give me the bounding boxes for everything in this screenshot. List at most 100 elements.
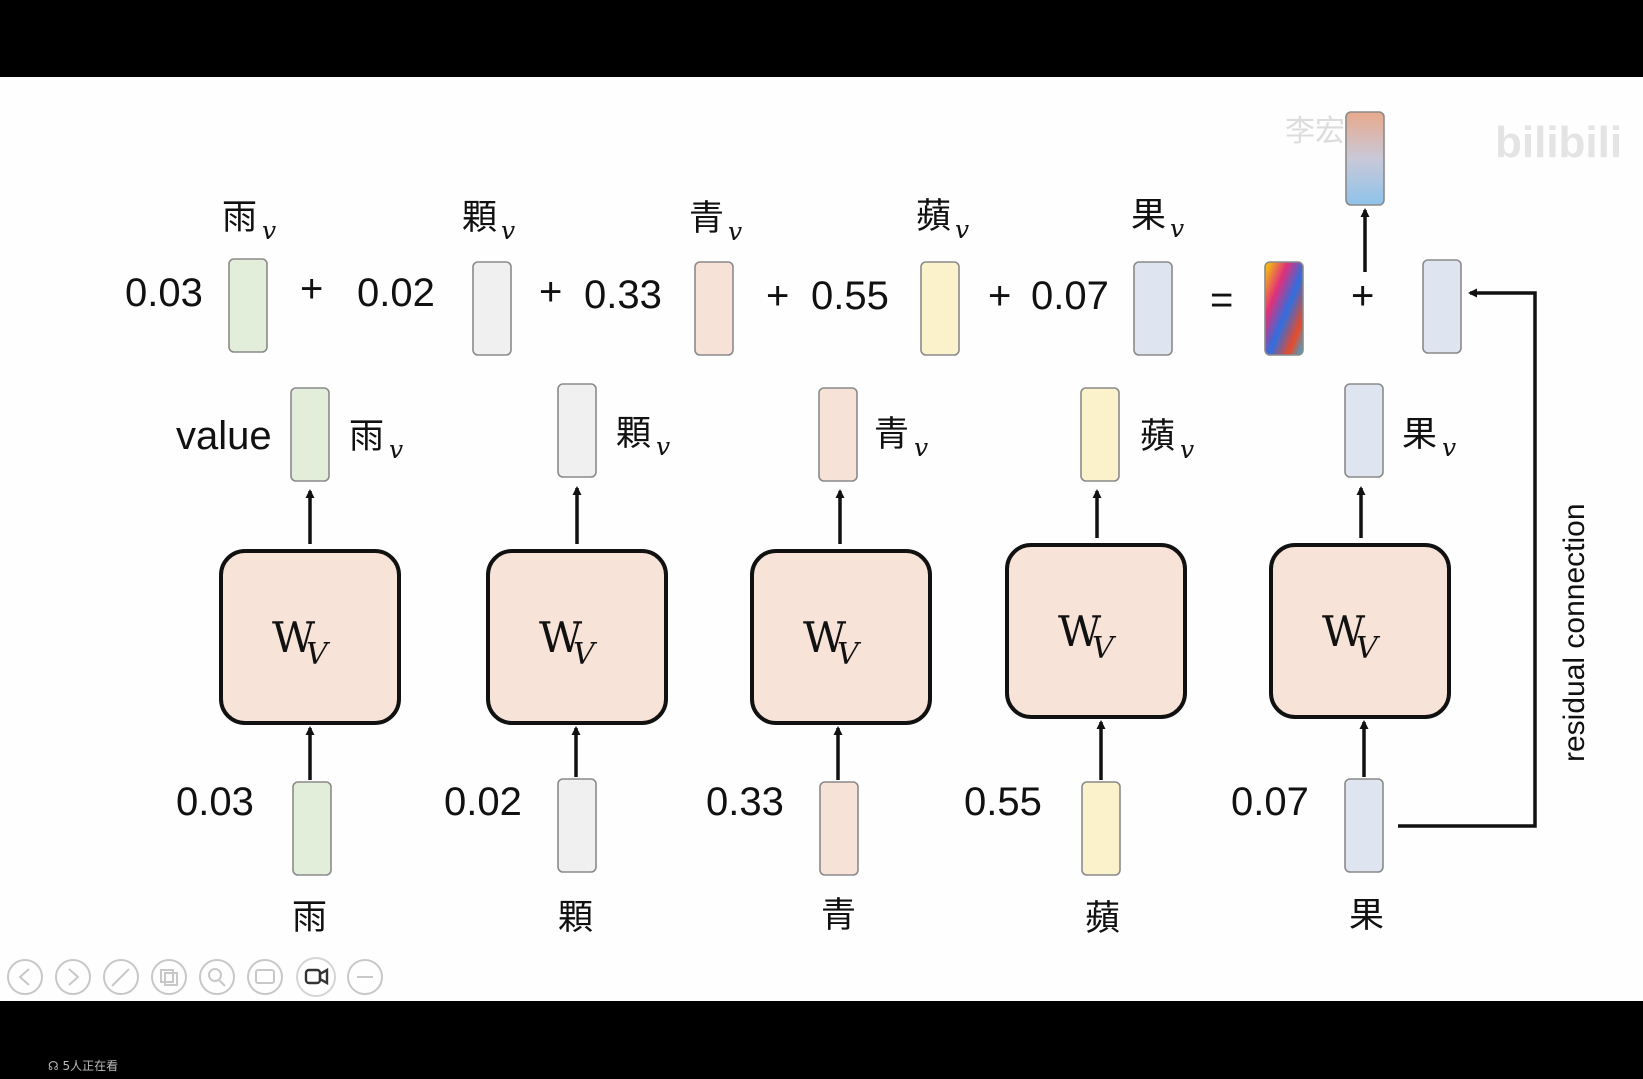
top-vector	[472, 261, 512, 356]
equals-sign: =	[1210, 278, 1233, 322]
viewer-count: ☊ 5人正在看	[48, 1059, 119, 1073]
wv-box	[486, 549, 668, 725]
value-weighted-sum-diagram: 李宏毅 bilibili 0.03 雨 v + 0.02 顆 v + 0.33 …	[7, 111, 1622, 997]
input-vector	[1344, 778, 1384, 873]
wv-symbol: W	[272, 613, 316, 662]
wv-box	[1005, 543, 1187, 719]
slide: 李宏毅 bilibili 0.03 雨 v + 0.02 顆 v + 0.33 …	[0, 77, 1643, 1001]
weighted-sum-vector	[1264, 261, 1304, 356]
chevron-right-icon	[68, 968, 80, 986]
value-vector-label: 顆	[616, 414, 651, 454]
top-vector-label: 顆	[462, 198, 497, 238]
column-5: 果 v W V 0.07 果	[1231, 383, 1456, 936]
token-label: 蘋	[1085, 899, 1120, 939]
top-weight: 0.02	[357, 271, 435, 315]
input-weight: 0.55	[964, 780, 1042, 824]
top-vector	[920, 261, 960, 356]
viewers-icon: ☊	[48, 1059, 63, 1073]
input-vector	[1081, 781, 1121, 876]
slides-icon	[160, 969, 174, 983]
wv-symbol: W	[1322, 607, 1366, 656]
pen-button[interactable]	[103, 959, 139, 995]
pen-icon	[111, 968, 130, 987]
top-vector-subscript: v	[501, 216, 515, 245]
residual-connection-arrow	[1398, 288, 1537, 828]
value-vector	[1080, 387, 1120, 482]
input-vector	[819, 781, 859, 876]
top-vector-subscript: v	[1170, 214, 1184, 243]
plus-sign: +	[539, 270, 562, 314]
value-vector-label: 雨	[349, 417, 384, 457]
top-vector	[1133, 261, 1173, 356]
previous-slide-button[interactable]	[7, 959, 43, 995]
plus-sign: +	[988, 274, 1011, 318]
top-vector-subscript: v	[955, 215, 969, 244]
top-vector-label: 蘋	[916, 197, 951, 237]
column-4: 蘋 v W V 0.55 蘋	[964, 387, 1194, 939]
wv-symbol: W	[803, 613, 847, 662]
input-vector	[557, 778, 597, 873]
wv-subscript: V	[573, 637, 598, 672]
top-weight: 0.33	[584, 273, 662, 317]
token-label: 果	[1349, 896, 1384, 936]
token-label: 顆	[558, 898, 593, 938]
top-vector-label: 果	[1131, 196, 1166, 236]
plus-sign: +	[300, 267, 323, 311]
input-weight: 0.02	[444, 780, 522, 824]
value-vector-subscript: v	[914, 433, 928, 462]
wv-symbol: W	[1058, 607, 1102, 656]
value-vector	[818, 387, 858, 482]
plus-sign: +	[766, 274, 789, 318]
top-weight: 0.07	[1031, 274, 1109, 318]
input-vector	[292, 781, 332, 876]
value-vector	[557, 383, 597, 478]
residual-connection-label: residual connection	[1558, 503, 1591, 762]
input-weight: 0.33	[706, 780, 784, 824]
term-5: 0.07 果 v	[1031, 196, 1184, 356]
wv-box	[1269, 543, 1451, 719]
column-3: 青 v W V 0.33 青	[706, 387, 932, 936]
top-vector	[694, 261, 734, 356]
next-slide-button[interactable]	[55, 959, 91, 995]
wv-subscript: V	[306, 637, 331, 672]
value-vector-subscript: v	[656, 432, 670, 461]
subtitle-icon	[255, 969, 275, 984]
residual-vector	[1422, 259, 1462, 354]
value-vector	[1344, 383, 1384, 478]
token-label: 雨	[292, 898, 327, 938]
wv-subscript: V	[837, 637, 862, 672]
camera-button[interactable]	[296, 957, 336, 997]
wv-subscript: V	[1092, 631, 1117, 666]
top-vector-label: 青	[689, 199, 724, 239]
value-label: value	[176, 414, 272, 458]
value-vector-subscript: v	[389, 435, 403, 464]
value-vector-label: 青	[874, 415, 909, 455]
top-vector-label: 雨	[222, 198, 257, 238]
value-vector-subscript: v	[1442, 433, 1456, 462]
value-vector-subscript: v	[1180, 435, 1194, 464]
subtitle-button[interactable]	[247, 959, 283, 995]
term-4: 0.55 蘋 v	[811, 197, 969, 356]
bilibili-logo: bilibili	[1495, 118, 1622, 167]
value-vector	[290, 387, 330, 482]
token-label: 青	[821, 896, 856, 936]
wv-box	[750, 549, 932, 725]
more-button[interactable]	[347, 959, 383, 995]
top-weight: 0.55	[811, 274, 889, 318]
output-vector	[1345, 111, 1385, 206]
value-vector-label: 蘋	[1140, 417, 1175, 457]
search-icon	[208, 968, 222, 982]
value-vector-label: 果	[1402, 415, 1437, 455]
slides-button[interactable]	[151, 959, 187, 995]
top-vector-subscript: v	[728, 217, 742, 246]
term-2: 0.02 顆 v	[357, 198, 515, 356]
term-1: 0.03 雨 v	[125, 198, 276, 353]
presentation-controls	[7, 957, 383, 997]
term-3: 0.33 青 v	[584, 199, 742, 356]
top-vector	[228, 258, 268, 353]
zoom-button[interactable]	[199, 959, 235, 995]
chevron-left-icon	[18, 968, 30, 986]
input-weight: 0.03	[176, 780, 254, 824]
column-1: 雨 v W V 0.03 雨	[176, 387, 403, 938]
residual-plus-sign: +	[1351, 274, 1374, 318]
